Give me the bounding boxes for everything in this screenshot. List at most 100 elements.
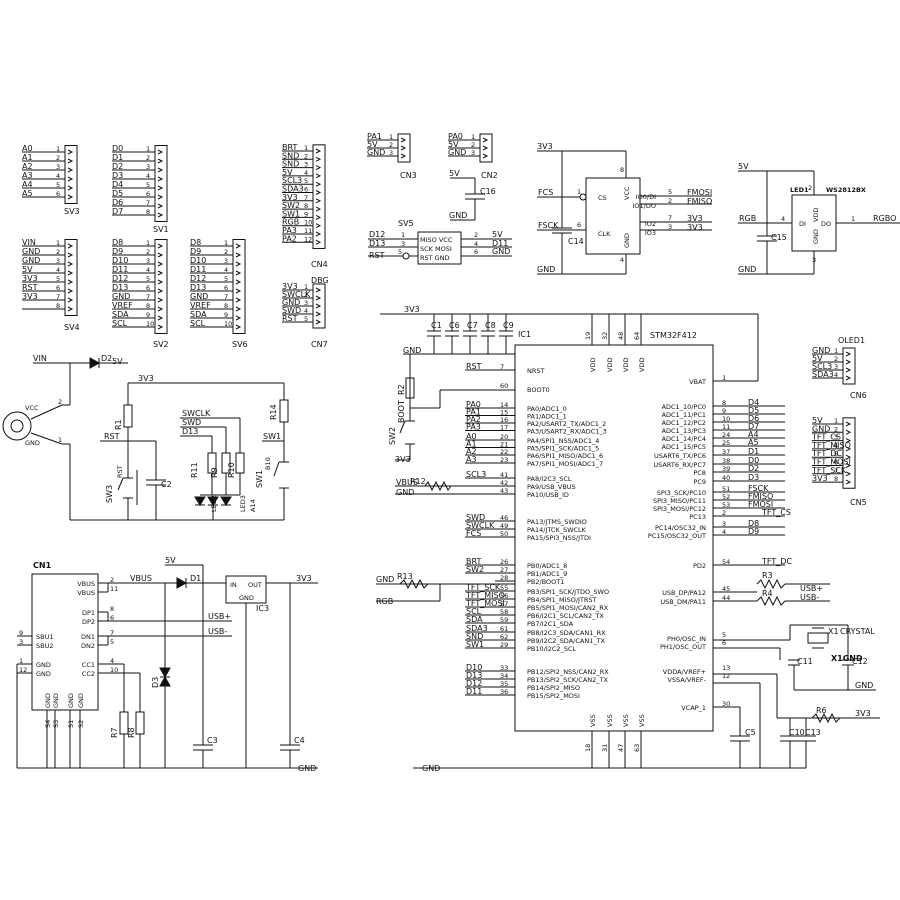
sv5-ref: SV5	[398, 219, 414, 228]
sv5-rpin-6: 6	[474, 248, 478, 256]
sv4-pin: 5	[56, 275, 60, 283]
sv1-label: D5	[112, 189, 123, 198]
usb-pin-num: 2	[110, 576, 114, 584]
vdd-label: VDD	[622, 358, 630, 372]
mcu-left-net: D12	[466, 679, 482, 688]
flash-net-3v3-b: 3V3	[687, 223, 703, 232]
sv6-label: SCL	[190, 319, 206, 328]
cn5-label: TFT_MOSI	[811, 458, 851, 467]
rs-r11: R11	[190, 462, 199, 478]
cn7-pin: 1	[304, 283, 308, 291]
mcu-right-fn: USB_DP/PA12	[662, 589, 706, 597]
sv2-label: SCL	[112, 319, 128, 328]
usb-minus-net: USB-	[208, 627, 227, 636]
sv2-pin: 3	[146, 257, 150, 265]
cn4-label: BRT	[282, 143, 297, 152]
sv3-label: A5	[22, 189, 33, 198]
vss-pin-num: 47	[617, 744, 625, 752]
usb-c4: C4	[294, 736, 305, 745]
usb-plus-net: USB+	[208, 612, 231, 621]
vdd-pin-num: 32	[601, 332, 609, 340]
usb-bottom-pin: S2	[77, 720, 85, 728]
reg-out: OUT	[248, 581, 262, 589]
sv2-label: D12	[112, 274, 128, 283]
mcu-left-pin: 60	[500, 382, 508, 390]
sv4-pin: 1	[56, 239, 60, 247]
mcu-left-pin: 43	[500, 487, 508, 495]
mcu-right-net: D4	[748, 398, 759, 407]
cn5-label: GND	[812, 424, 830, 433]
mcu-left-fn: PB2/BOOT1	[527, 578, 564, 586]
cn3-ref: CN3	[400, 171, 417, 180]
sv3-pin: 2	[56, 154, 60, 162]
usb-bottom-pin: S3	[52, 720, 60, 728]
mcu-cap: C1	[431, 321, 442, 330]
sv1-pin: 2	[146, 154, 150, 162]
usb-pin-num: 1	[19, 657, 23, 665]
sv4-pin: 3	[56, 257, 60, 265]
cn3-label: GND	[367, 148, 385, 157]
mcu-left-pin: 57	[500, 600, 508, 608]
vdd-label: VDD	[589, 358, 597, 372]
mcu-right-net: D8	[748, 519, 759, 528]
flash-in-clk: CLK	[598, 230, 611, 238]
cn5-label: TFT_MISO	[811, 441, 851, 450]
mcu-right-net: TFT_CS	[761, 508, 791, 517]
usb-gnd: GND	[298, 764, 316, 773]
usb-bottom-pin: S1	[67, 720, 75, 728]
mcu-left-fn: PB8/I2C3_SDA/CAN1_RX	[527, 629, 606, 637]
boot-label: BOOT	[397, 400, 406, 423]
usb-pin-fn: DN2	[81, 642, 95, 650]
cn5-pin: 1	[834, 417, 838, 425]
mcu-cap: C9	[503, 321, 514, 330]
mcu-right-pin: 13	[722, 664, 730, 672]
sv5-body-1: MISO VCC	[420, 236, 453, 244]
usb-5v: 5V	[165, 556, 176, 565]
mcu-right-pin: 9	[722, 407, 726, 415]
rs-c2: C2	[161, 480, 172, 489]
cn6-pin: 1	[834, 347, 838, 355]
rs-led3: LED3	[239, 495, 247, 512]
mcu-left-pin: 41	[500, 471, 508, 479]
cn5-pin: 3	[834, 434, 838, 442]
mcu-left-fn: PA3/USART2_RX/ADC1_3	[527, 428, 607, 436]
mcu-right-net: FMISO	[748, 492, 773, 501]
cn6-label: SCL3	[812, 362, 832, 371]
mcu-left-net: BRT	[466, 557, 481, 566]
sv5-lpin-2: 3	[401, 240, 405, 248]
mcu-left-fn: PA0/ADC1_0	[527, 405, 567, 413]
cn6-ref: CN6	[850, 391, 867, 400]
cn7-pin: 5	[304, 315, 308, 323]
flash-net-3v3-a: 3V3	[687, 214, 703, 223]
sv2-pin: 8	[146, 302, 150, 310]
usb-pin-fn: GND	[36, 670, 51, 678]
cn6-label: GND	[812, 346, 830, 355]
sv6-pin: 1	[224, 239, 228, 247]
cn2-pin: 2	[471, 141, 475, 149]
mcu-right-fn: VBAT	[689, 378, 706, 386]
usb-d1: D1	[190, 574, 201, 583]
flash-clk-net: FSCK	[538, 221, 559, 230]
mcu-left-pin: 7	[500, 363, 504, 371]
rs-sw3: SW3	[105, 485, 114, 503]
cn7-label: SWD	[282, 306, 301, 315]
sv6-label: GND	[190, 292, 208, 301]
mcu-right-fn: SPI3_SCK/PC10	[657, 489, 706, 497]
usb-pin-num: 12	[19, 666, 27, 674]
cn5-label: TFT_DC	[811, 449, 842, 458]
usb-bottom-label: GND	[77, 693, 85, 708]
mcu-gnd-bottom: GND	[422, 764, 440, 773]
rs-sw3-label: RST	[116, 465, 124, 478]
mcu-r3: R3	[762, 571, 773, 580]
mcu-right-pin: 45	[722, 585, 730, 593]
mcu-left-fn: PB5/SPI1_MOSI/CAN2_RX	[527, 604, 609, 612]
led-net-5v: 5V	[738, 162, 749, 171]
mcu-left-net: SWD	[466, 513, 485, 522]
mcu-left-pin: 58	[500, 608, 508, 616]
sv3-label: A0	[22, 144, 33, 153]
mcu-left-net: SW2	[466, 565, 484, 574]
cn5-pin: 5	[834, 450, 838, 458]
usb-pin-num: 9	[19, 629, 23, 637]
